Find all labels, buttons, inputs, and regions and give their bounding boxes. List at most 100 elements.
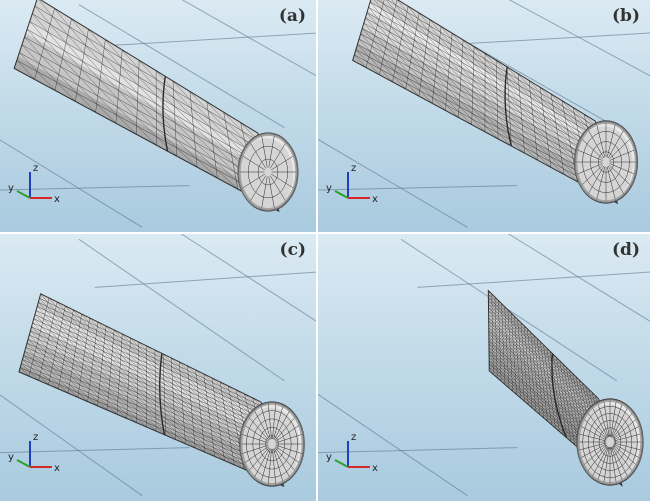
mesh-line (496, 99, 510, 113)
mesh-line (547, 376, 553, 383)
mesh-line (146, 409, 157, 419)
mesh-line (237, 394, 247, 404)
mesh-line (503, 364, 509, 371)
mesh-line (45, 310, 54, 319)
mesh-line (55, 306, 64, 315)
mesh-line (136, 401, 147, 410)
cap-mesh-spoke (612, 445, 634, 473)
mesh-line (459, 95, 473, 108)
mesh-line (197, 391, 208, 401)
mesh-line (549, 410, 555, 418)
mesh-line (554, 420, 560, 428)
mesh-line (173, 89, 192, 109)
mesh-line (558, 389, 564, 397)
mesh-line (53, 318, 62, 327)
mesh-line (381, 8, 393, 22)
mesh-line (50, 376, 60, 385)
mesh-line (66, 343, 76, 352)
mesh-line (514, 319, 519, 327)
mesh-line (507, 313, 512, 321)
mesh-line (381, 63, 394, 77)
mesh-line (433, 91, 446, 105)
mesh-line (506, 343, 511, 351)
mesh-line (571, 412, 577, 420)
mesh-line (547, 144, 562, 158)
mesh-line (518, 367, 523, 375)
mesh-line (423, 63, 436, 76)
mesh-line (570, 402, 575, 410)
mesh-line (541, 352, 546, 360)
mesh-line (88, 397, 98, 406)
floor-grid-line (0, 394, 143, 497)
mesh-line (207, 399, 217, 409)
mesh-line (496, 354, 501, 361)
mesh-line (440, 32, 452, 45)
mesh-line (175, 130, 196, 151)
mesh-line (533, 356, 538, 364)
mesh-line (517, 73, 530, 87)
mesh-line (209, 118, 229, 139)
mesh-line (541, 355, 547, 363)
mesh-line (461, 67, 474, 81)
mesh-line (22, 359, 32, 369)
mesh-line (438, 42, 451, 56)
mesh-line (365, 17, 377, 31)
mesh-line (535, 349, 540, 357)
mesh-line (221, 438, 232, 448)
mesh-line (419, 90, 433, 104)
mesh-line (533, 120, 547, 134)
mesh-line (495, 320, 500, 328)
mesh-line (538, 376, 544, 384)
mesh-line (547, 372, 552, 380)
mesh-line (138, 346, 147, 355)
mesh-line (492, 320, 497, 328)
cap-mesh-spoke (606, 123, 616, 158)
mesh-line (563, 385, 569, 393)
mesh-line (62, 363, 72, 373)
mesh-line (59, 380, 69, 389)
mesh-line (559, 396, 565, 404)
mesh-line (71, 372, 81, 381)
mesh-line (577, 383, 582, 391)
mesh-line (81, 314, 90, 323)
mesh-line (118, 388, 128, 398)
mesh-line (508, 377, 513, 385)
mesh-line (64, 310, 72, 319)
mesh-line (536, 359, 541, 367)
mesh-line (47, 343, 56, 352)
mesh-line (484, 120, 499, 134)
mesh-line (174, 114, 195, 134)
mesh-line (97, 95, 117, 116)
mesh-line (504, 377, 509, 385)
mesh-line (382, 58, 395, 72)
panel-a-axis-triad: z x y (8, 163, 60, 205)
mesh-line (137, 392, 147, 402)
mesh-line (164, 400, 175, 410)
mesh-line (129, 354, 139, 364)
mesh-line (492, 327, 497, 335)
mesh-line (496, 347, 501, 355)
mesh-line (402, 33, 414, 46)
mesh-line (570, 405, 576, 413)
mesh-line (232, 455, 244, 465)
mesh-line (580, 397, 585, 405)
mesh-line (210, 425, 221, 435)
mesh-line (78, 85, 97, 105)
mesh-line (519, 90, 532, 104)
mesh-line (500, 364, 505, 371)
mesh-line (146, 388, 156, 398)
mesh-line (564, 374, 570, 382)
mesh-line (589, 393, 595, 401)
mesh-line (539, 355, 544, 363)
mesh-line (77, 338, 86, 348)
cap-mesh-spoke (271, 154, 295, 171)
cap-mesh-spoke (273, 448, 284, 484)
mesh-line (573, 377, 578, 385)
mesh-line (146, 379, 156, 389)
mesh-line (528, 346, 534, 354)
mesh-line (136, 125, 157, 146)
mesh-line (518, 336, 523, 344)
mesh-line (535, 376, 540, 384)
mesh-line (552, 407, 557, 415)
mesh-line (553, 354, 558, 362)
